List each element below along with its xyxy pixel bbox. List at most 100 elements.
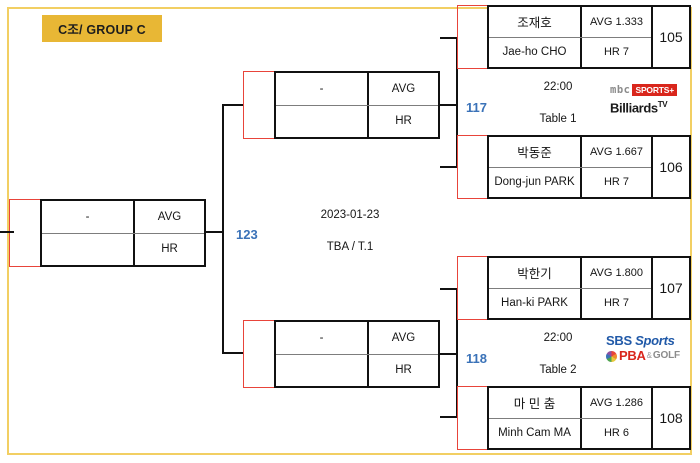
semifinal-top-bracket-outline <box>243 71 275 139</box>
match-118-info: 118 22:00 Table 2 SBS Sports PBA & GOLF <box>462 329 692 385</box>
match-117-time: 22:00 <box>543 81 573 93</box>
semifinal-bottom-bracket-outline <box>243 320 275 388</box>
player-108-row-kr: 마 민 춤 AVG 1.286 <box>489 388 651 419</box>
mbc-logo-row-1: mbc SPORTS+ <box>610 83 694 96</box>
final-player-name: - <box>85 210 90 223</box>
player-106-slot-number-text: 106 <box>659 159 683 175</box>
golf-text: GOLF <box>652 350 680 361</box>
final-match-number: 123 <box>236 227 258 242</box>
semifinal-join-spine <box>222 104 225 354</box>
mbc-sports-tag: SPORTS+ <box>632 83 677 96</box>
player-107-hr: HR 7 <box>580 288 651 318</box>
pba-golf-wordmark: PBA & GOLF <box>606 349 700 363</box>
player-107-box[interactable]: 박한기 AVG 1.800 Han-ki PARK HR 7 <box>487 256 653 320</box>
final-slot-row-bottom: HR <box>42 233 204 266</box>
sbs-text: SBS <box>606 333 632 348</box>
semifinal-top-player-name-en <box>276 106 367 138</box>
match-117-info: 117 22:00 Table 1 mbc SPORTS+ BilliardsT… <box>462 78 692 134</box>
mbc-sports-billiards-tv-logo: mbc SPORTS+ BilliardsTV <box>610 83 694 115</box>
player-106-bracket-outline <box>457 135 489 199</box>
semifinal-top-connector <box>222 104 244 107</box>
final-slot-row-top: - AVG <box>42 201 204 234</box>
final-match-info: 123 2023-01-23 TBA / T.1 <box>232 205 422 263</box>
match-117-table: Table 1 <box>539 113 577 125</box>
match-117-slot-106-connector <box>440 166 458 169</box>
semifinal-top-row-top: - AVG <box>276 73 438 106</box>
semifinal-bottom-avg-label: AVG <box>367 322 438 354</box>
player-108-name-kr: 마 민 춤 <box>513 397 556 412</box>
semifinal-bottom-row-bottom: HR <box>276 354 438 387</box>
semifinal-bottom-row-top: - AVG <box>276 322 438 355</box>
player-105-slot-number-text: 105 <box>659 29 683 45</box>
semifinal-top-row-bottom: HR <box>276 105 438 138</box>
player-106-hr: HR 7 <box>580 167 651 197</box>
match-118-table: Table 2 <box>539 364 577 376</box>
semifinal-bottom-slot-box[interactable]: - AVG HR <box>274 320 440 388</box>
final-player-name-en <box>42 234 133 266</box>
player-105-hr: HR 7 <box>580 37 651 67</box>
player-108-box[interactable]: 마 민 춤 AVG 1.286 Minh Cam MA HR 6 <box>487 386 653 450</box>
player-108-row-en: Minh Cam MA HR 6 <box>489 418 651 448</box>
final-avg-label: AVG <box>133 201 204 233</box>
player-105-box[interactable]: 조재호 AVG 1.333 Jae-ho CHO HR 7 <box>487 5 653 69</box>
billiards-tv-wordmark: BilliardsTV <box>610 98 694 115</box>
player-107-slot-number-text: 107 <box>659 280 683 296</box>
billiards-tv-superscript: TV <box>657 100 668 109</box>
player-108-avg: AVG 1.286 <box>580 388 651 418</box>
player-106-row-en: Dong-jun PARK HR 7 <box>489 167 651 197</box>
match-118-slot-107-connector <box>440 288 458 291</box>
player-107-bracket-outline <box>457 256 489 320</box>
final-match-table: TBA / T.1 <box>326 241 374 253</box>
player-105-name-kr: 조재호 <box>517 16 552 31</box>
match-117-join-spine <box>456 37 459 168</box>
player-108-name-en: Minh Cam MA <box>498 427 571 440</box>
player-107-slot-number: 107 <box>653 256 691 320</box>
player-105-avg: AVG 1.333 <box>580 7 651 37</box>
player-105-row-kr: 조재호 AVG 1.333 <box>489 7 651 38</box>
player-105-name-en: Jae-ho CHO <box>502 46 567 59</box>
player-106-row-kr: 박동준 AVG 1.667 <box>489 137 651 168</box>
semifinal-bottom-player-name-en <box>276 355 367 387</box>
player-107-row-en: Han-ki PARK HR 7 <box>489 288 651 318</box>
player-106-box[interactable]: 박동준 AVG 1.667 Dong-jun PARK HR 7 <box>487 135 653 199</box>
player-108-bracket-outline <box>457 386 489 450</box>
match-117-number: 117 <box>466 100 487 115</box>
semifinal-bottom-player-name: - <box>319 331 324 344</box>
semifinal-top-slot-box[interactable]: - AVG HR <box>274 71 440 139</box>
player-106-name-kr: 박동준 <box>517 146 552 161</box>
semifinal-top-player-name: - <box>319 82 324 95</box>
player-107-avg: AVG 1.800 <box>580 258 651 288</box>
player-108-slot-number-text: 108 <box>659 410 683 426</box>
semifinal-top-input-connector <box>440 104 458 107</box>
player-107-name-en: Han-ki PARK <box>501 297 568 310</box>
match-118-number: 118 <box>466 351 487 366</box>
semifinal-bottom-connector <box>222 352 244 355</box>
billiards-text: Billiards <box>610 100 658 116</box>
player-108-hr: HR 6 <box>580 418 651 448</box>
semifinal-top-avg-label: AVG <box>367 73 438 105</box>
semifinal-bottom-input-connector <box>440 353 458 356</box>
player-105-slot-number: 105 <box>653 5 691 69</box>
player-105-bracket-outline <box>457 5 489 69</box>
mbc-wordmark: mbc <box>610 83 631 96</box>
player-108-slot-number: 108 <box>653 386 691 450</box>
match-118-join-spine <box>456 288 459 418</box>
group-label-badge: C조/ GROUP C <box>42 15 162 42</box>
sports-text: Sports <box>635 333 675 348</box>
semifinal-bottom-hr-label: HR <box>367 354 438 386</box>
ampersand-text: & <box>646 351 652 360</box>
player-106-avg: AVG 1.667 <box>580 137 651 167</box>
match-118-time: 22:00 <box>543 332 573 344</box>
final-slot-box[interactable]: - AVG HR <box>40 199 206 267</box>
final-hr-label: HR <box>133 233 204 265</box>
player-107-row-kr: 박한기 AVG 1.800 <box>489 258 651 289</box>
player-106-slot-number: 106 <box>653 135 691 199</box>
final-match-date: 2023-01-23 <box>320 209 380 221</box>
final-input-connector <box>206 231 224 234</box>
semifinal-top-hr-label: HR <box>367 105 438 137</box>
peacock-icon <box>606 350 617 362</box>
pba-text: PBA <box>619 348 646 363</box>
player-106-name-en: Dong-jun PARK <box>494 176 575 189</box>
final-output-connector <box>0 231 14 234</box>
